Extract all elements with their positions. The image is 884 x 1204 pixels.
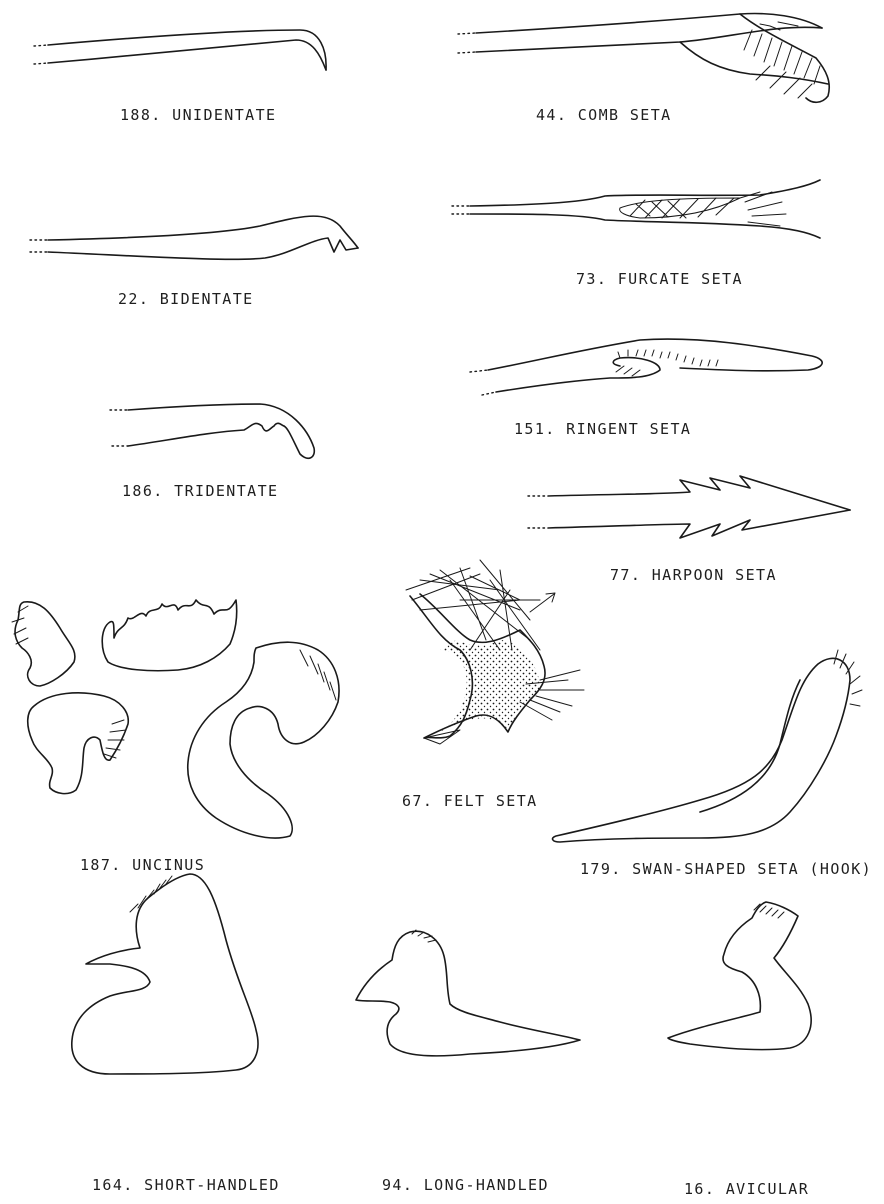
- label-186-tridentate: 186. TRIDENTATE: [122, 482, 278, 500]
- label-187-uncinus: 187. UNCINUS: [80, 856, 205, 874]
- label-73-furcate-seta: 73. FURCATE SETA: [576, 270, 743, 288]
- bidentate-seta-drawing: [30, 216, 358, 259]
- furcate-seta-drawing: [452, 180, 820, 238]
- label-188-unidentate: 188. UNIDENTATE: [120, 106, 276, 124]
- swan-shaped-seta-drawing: [553, 650, 862, 842]
- label-67-felt-seta: 67. FELT SETA: [402, 792, 538, 810]
- avicular-hook-drawing: [668, 902, 811, 1050]
- label-151-ringent-seta: 151. RINGENT SETA: [514, 420, 691, 438]
- long-handled-hook-drawing: [356, 930, 580, 1056]
- harpoon-seta-drawing: [528, 476, 850, 538]
- felt-seta-drawing: [406, 560, 584, 744]
- label-94-long-handled: 94. LONG-HANDLED: [382, 1176, 549, 1194]
- short-handled-hook-drawing: [72, 874, 258, 1074]
- comb-seta-drawing: [458, 14, 829, 103]
- label-16-avicular: 16. AVICULAR: [684, 1180, 809, 1198]
- label-44-comb-seta: 44. COMB SETA: [536, 106, 672, 124]
- label-77-harpoon-seta: 77. HARPOON SETA: [610, 566, 777, 584]
- uncinus-drawings: [12, 600, 339, 838]
- label-164-short-handled: 164. SHORT-HANDLED: [92, 1176, 280, 1194]
- label-179-swan-shaped-seta: 179. SWAN-SHAPED SETA (HOOK): [580, 860, 872, 878]
- label-22-bidentate: 22. BIDENTATE: [118, 290, 254, 308]
- tridentate-seta-drawing: [110, 404, 314, 458]
- unidentate-seta-drawing: [34, 30, 326, 70]
- ringent-seta-drawing: [470, 339, 822, 395]
